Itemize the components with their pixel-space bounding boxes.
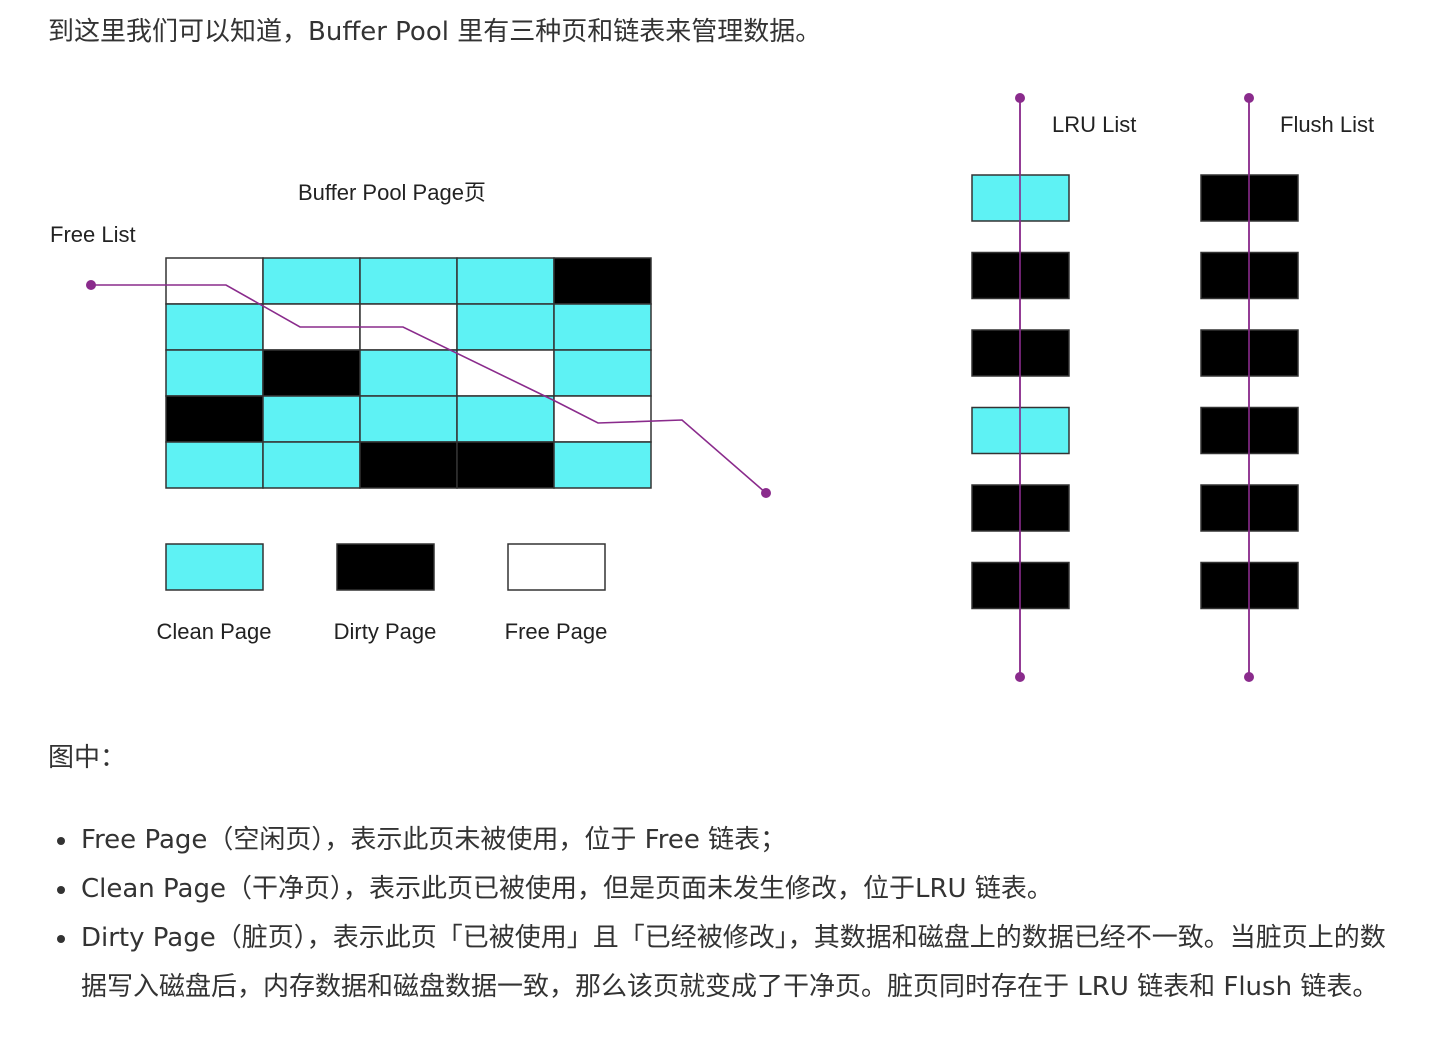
- legend-label-dirty: Dirty Page: [334, 619, 437, 644]
- page-cell-clean: [165, 441, 264, 489]
- page-type-list: Free Page（空闲页），表示此页未被使用，位于 Free 链表； Clea…: [48, 816, 1408, 1012]
- page-cell-clean: [553, 303, 652, 351]
- legend-swatch-dirty: [336, 543, 435, 591]
- page-cell-clean: [262, 395, 361, 443]
- page-cell-clean: [359, 257, 458, 305]
- page-grid: [165, 257, 652, 489]
- caption-text: 图中：: [48, 743, 127, 773]
- buffer-pool-diagram: Buffer Pool Page页 Free List LRU List Flu…: [50, 93, 1374, 682]
- legend-swatch-free: [507, 543, 606, 591]
- flush-list-head-dot: [1244, 93, 1254, 103]
- page-cell-dirty: [359, 441, 458, 489]
- page-cell-dirty: [553, 257, 652, 305]
- lru-list-chain: [971, 93, 1070, 682]
- free-list-chain: [86, 280, 771, 498]
- page-cell-clean: [359, 349, 458, 397]
- page-cell-dirty: [165, 395, 264, 443]
- lru-list-head-dot: [1015, 93, 1025, 103]
- legend: Clean Page Dirty Page Free Page: [157, 543, 608, 644]
- page-cell-clean: [553, 349, 652, 397]
- page-cell-clean: [553, 441, 652, 489]
- free-list-tail-dot: [761, 488, 771, 498]
- list-item-clean-page: Clean Page（干净页），表示此页已被使用，但是页面未发生修改，位于LRU…: [48, 865, 1408, 914]
- flush-list-tail-dot: [1244, 672, 1254, 682]
- page-cell-free: [165, 257, 264, 305]
- flush-list-chain: [1200, 93, 1299, 682]
- page-cell-dirty: [262, 349, 361, 397]
- page-cell-clean: [165, 303, 264, 351]
- page-cell-clean: [262, 257, 361, 305]
- list-item-free-page: Free Page（空闲页），表示此页未被使用，位于 Free 链表；: [48, 816, 1408, 865]
- intro-text: 到这里我们可以知道，Buffer Pool 里有三种页和链表来管理数据。: [48, 17, 822, 47]
- legend-label-free: Free Page: [505, 619, 608, 644]
- free-list-label: Free List: [50, 222, 136, 247]
- page-cell-clean: [359, 395, 458, 443]
- page-cell-clean: [165, 349, 264, 397]
- lru-list-tail-dot: [1015, 672, 1025, 682]
- free-list-line: [91, 284, 767, 494]
- page-cell-free: [553, 395, 652, 443]
- page-cell-clean: [456, 395, 555, 443]
- free-list-head-dot: [86, 280, 96, 290]
- lru-list-label: LRU List: [1052, 112, 1136, 137]
- page-cell-dirty: [456, 441, 555, 489]
- legend-label-clean: Clean Page: [157, 619, 272, 644]
- flush-list-label: Flush List: [1280, 112, 1374, 137]
- list-item-dirty-page: Dirty Page（脏页），表示此页「已被使用」且「已经被修改」，其数据和磁盘…: [48, 914, 1408, 1012]
- page-cell-free: [456, 349, 555, 397]
- page-cell-clean: [262, 441, 361, 489]
- legend-swatch-clean: [165, 543, 264, 591]
- page-cell-clean: [456, 257, 555, 305]
- page-cell-clean: [456, 303, 555, 351]
- buffer-pool-title: Buffer Pool Page页: [298, 180, 486, 205]
